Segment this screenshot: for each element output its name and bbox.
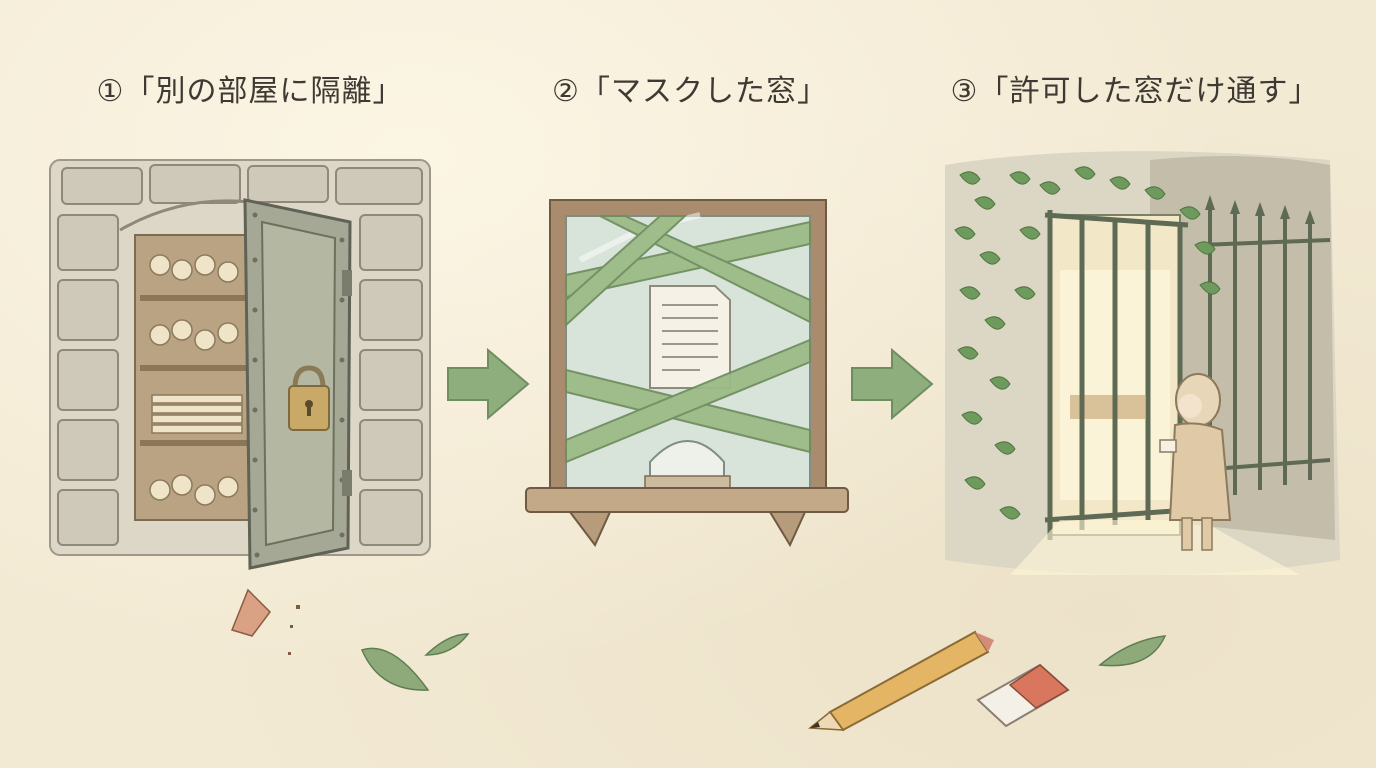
leaf-icon [360,633,1167,691]
caption-allowed-window: ③「許可した窓だけ通す」 [950,74,1320,109]
arrow-right-icon [447,347,530,421]
ivy-gate-icon [945,151,1340,575]
pencil-icon [808,630,994,732]
pencil-shavings-icon [230,588,300,655]
arrow-right-icon [851,347,934,421]
caption-isolation: ①「別の部屋に隔離」 [96,74,404,109]
caption-masked-window: ②「マスクした窓」 [552,74,828,109]
vault-door-icon [49,159,431,570]
eraser-icon [976,663,1070,728]
taped-window-icon [525,199,849,548]
